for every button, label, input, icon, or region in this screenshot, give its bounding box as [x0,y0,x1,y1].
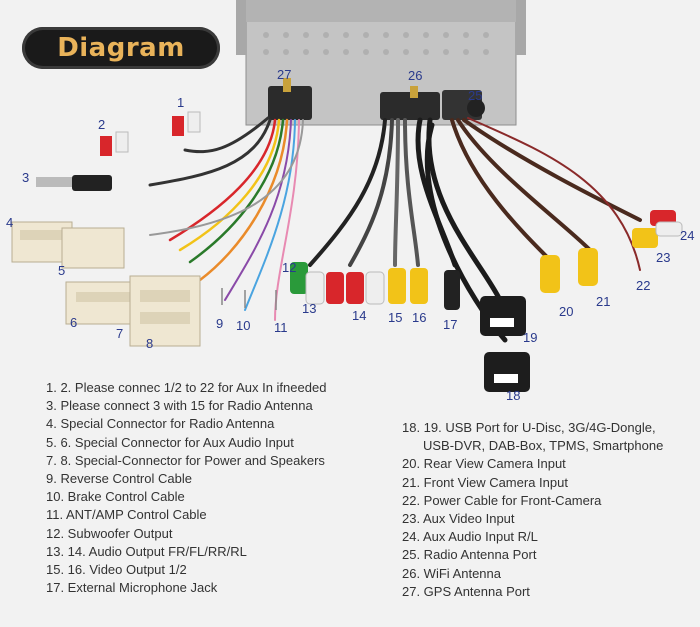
legend-item: 4. Special Connector for Radio Antenna [46,416,275,432]
legend-item: 27. GPS Antenna Port [402,583,530,599]
connector-8 [129,275,201,347]
head-unit-chassis [236,0,526,126]
callout-15: 15 [388,310,402,325]
legend-item: 5. 6. Special Connector for Aux Audio In… [46,434,294,450]
legend-item: 22. Power Cable for Front-Camera [402,492,602,508]
callout-9: 9 [216,316,223,331]
callout-4: 4 [6,215,13,230]
legend-item: 21. Front View Camera Input [402,474,568,490]
callout-3: 3 [22,170,29,185]
camera-aux-plugs [540,210,683,293]
gps-antenna-port [283,78,291,92]
callout-10: 10 [236,318,250,333]
callout-8: 8 [146,336,153,351]
callout-13: 13 [302,301,316,316]
callout-12: 12 [282,260,296,275]
callout-18: 18 [506,388,520,403]
legend-item: 26. WiFi Antenna [402,565,501,581]
legend-item: 15. 16. Video Output 1/2 [46,562,187,578]
callout-17: 17 [443,317,457,332]
legend-right: 18. 19. USB Port for U-Disc, 3G/4G-Dongl… [402,419,663,601]
legend-item: 25. Radio Antenna Port [402,547,537,563]
radio-antenna-port [467,99,485,117]
rca-output-plugs [290,262,460,310]
connector-5 [61,227,125,269]
legend-item: 18. 19. USB Port for U-Disc, 3G/4G-Dongl… [402,420,656,435]
wifi-antenna-port [410,86,418,98]
legend-item: 11. ANT/AMP Control Cable [46,507,207,523]
callout-23: 23 [656,250,670,265]
usb-port-19 [480,296,526,336]
legend-item-continuation: USB-DVR, DAB-Box, TPMS, Smartphone [423,438,664,454]
callout-2: 2 [98,117,105,132]
legend-item: 24. Aux Audio Input R/L [402,529,538,545]
callout-19: 19 [523,330,537,345]
legend-item: 12. Subwoofer Output [46,525,173,541]
callout-25: 25 [468,88,482,103]
antenna-plug-3 [36,175,112,191]
legend-item: 9. Reverse Control Cable [46,471,192,487]
callout-24: 24 [680,228,694,243]
legend-left: 1. 2. Please connec 1/2 to 22 for Aux In… [46,379,326,597]
legend-item: 13. 14. Audio Output FR/FL/RR/RL [46,543,247,559]
legend-item: 23. Aux Video Input [402,511,515,527]
microphone-jack [444,270,460,310]
rca-pair-2 [100,131,129,156]
callout-1: 1 [177,95,184,110]
callout-7: 7 [116,326,123,341]
diagram-title: Diagram [57,33,185,63]
legend-item: 10. Brake Control Cable [46,489,185,505]
callout-14: 14 [352,308,366,323]
usb-port-18 [484,352,530,392]
callout-11: 11 [274,320,288,335]
connector-block-middle [380,92,440,120]
legend-item: 17. External Microphone Jack [46,580,218,596]
legend-item: 1. 2. Please connec 1/2 to 22 for Aux In… [46,380,327,395]
legend-item: 3. Please connect 3 with 15 for Radio An… [46,398,313,414]
callout-5: 5 [58,263,65,278]
callout-22: 22 [636,278,650,293]
diagram-title-badge: Diagram [22,27,220,69]
callout-27: 27 [277,67,291,82]
connector-block-left [268,86,312,120]
wire-bundle [148,116,642,343]
legend-item: 7. 8. Special-Connector for Power and Sp… [46,452,325,468]
rca-pair-1 [172,111,201,136]
callout-26: 26 [408,68,422,83]
legend-item: 20. Rear View Camera Input [402,456,566,472]
callout-6: 6 [70,315,77,330]
callout-20: 20 [559,304,573,319]
callout-numbers: 1 2 3 4 5 6 7 8 9 10 11 12 13 14 15 16 1… [6,67,694,403]
callout-21: 21 [596,294,610,309]
control-wire-tips [221,288,277,310]
callout-16: 16 [412,310,426,325]
